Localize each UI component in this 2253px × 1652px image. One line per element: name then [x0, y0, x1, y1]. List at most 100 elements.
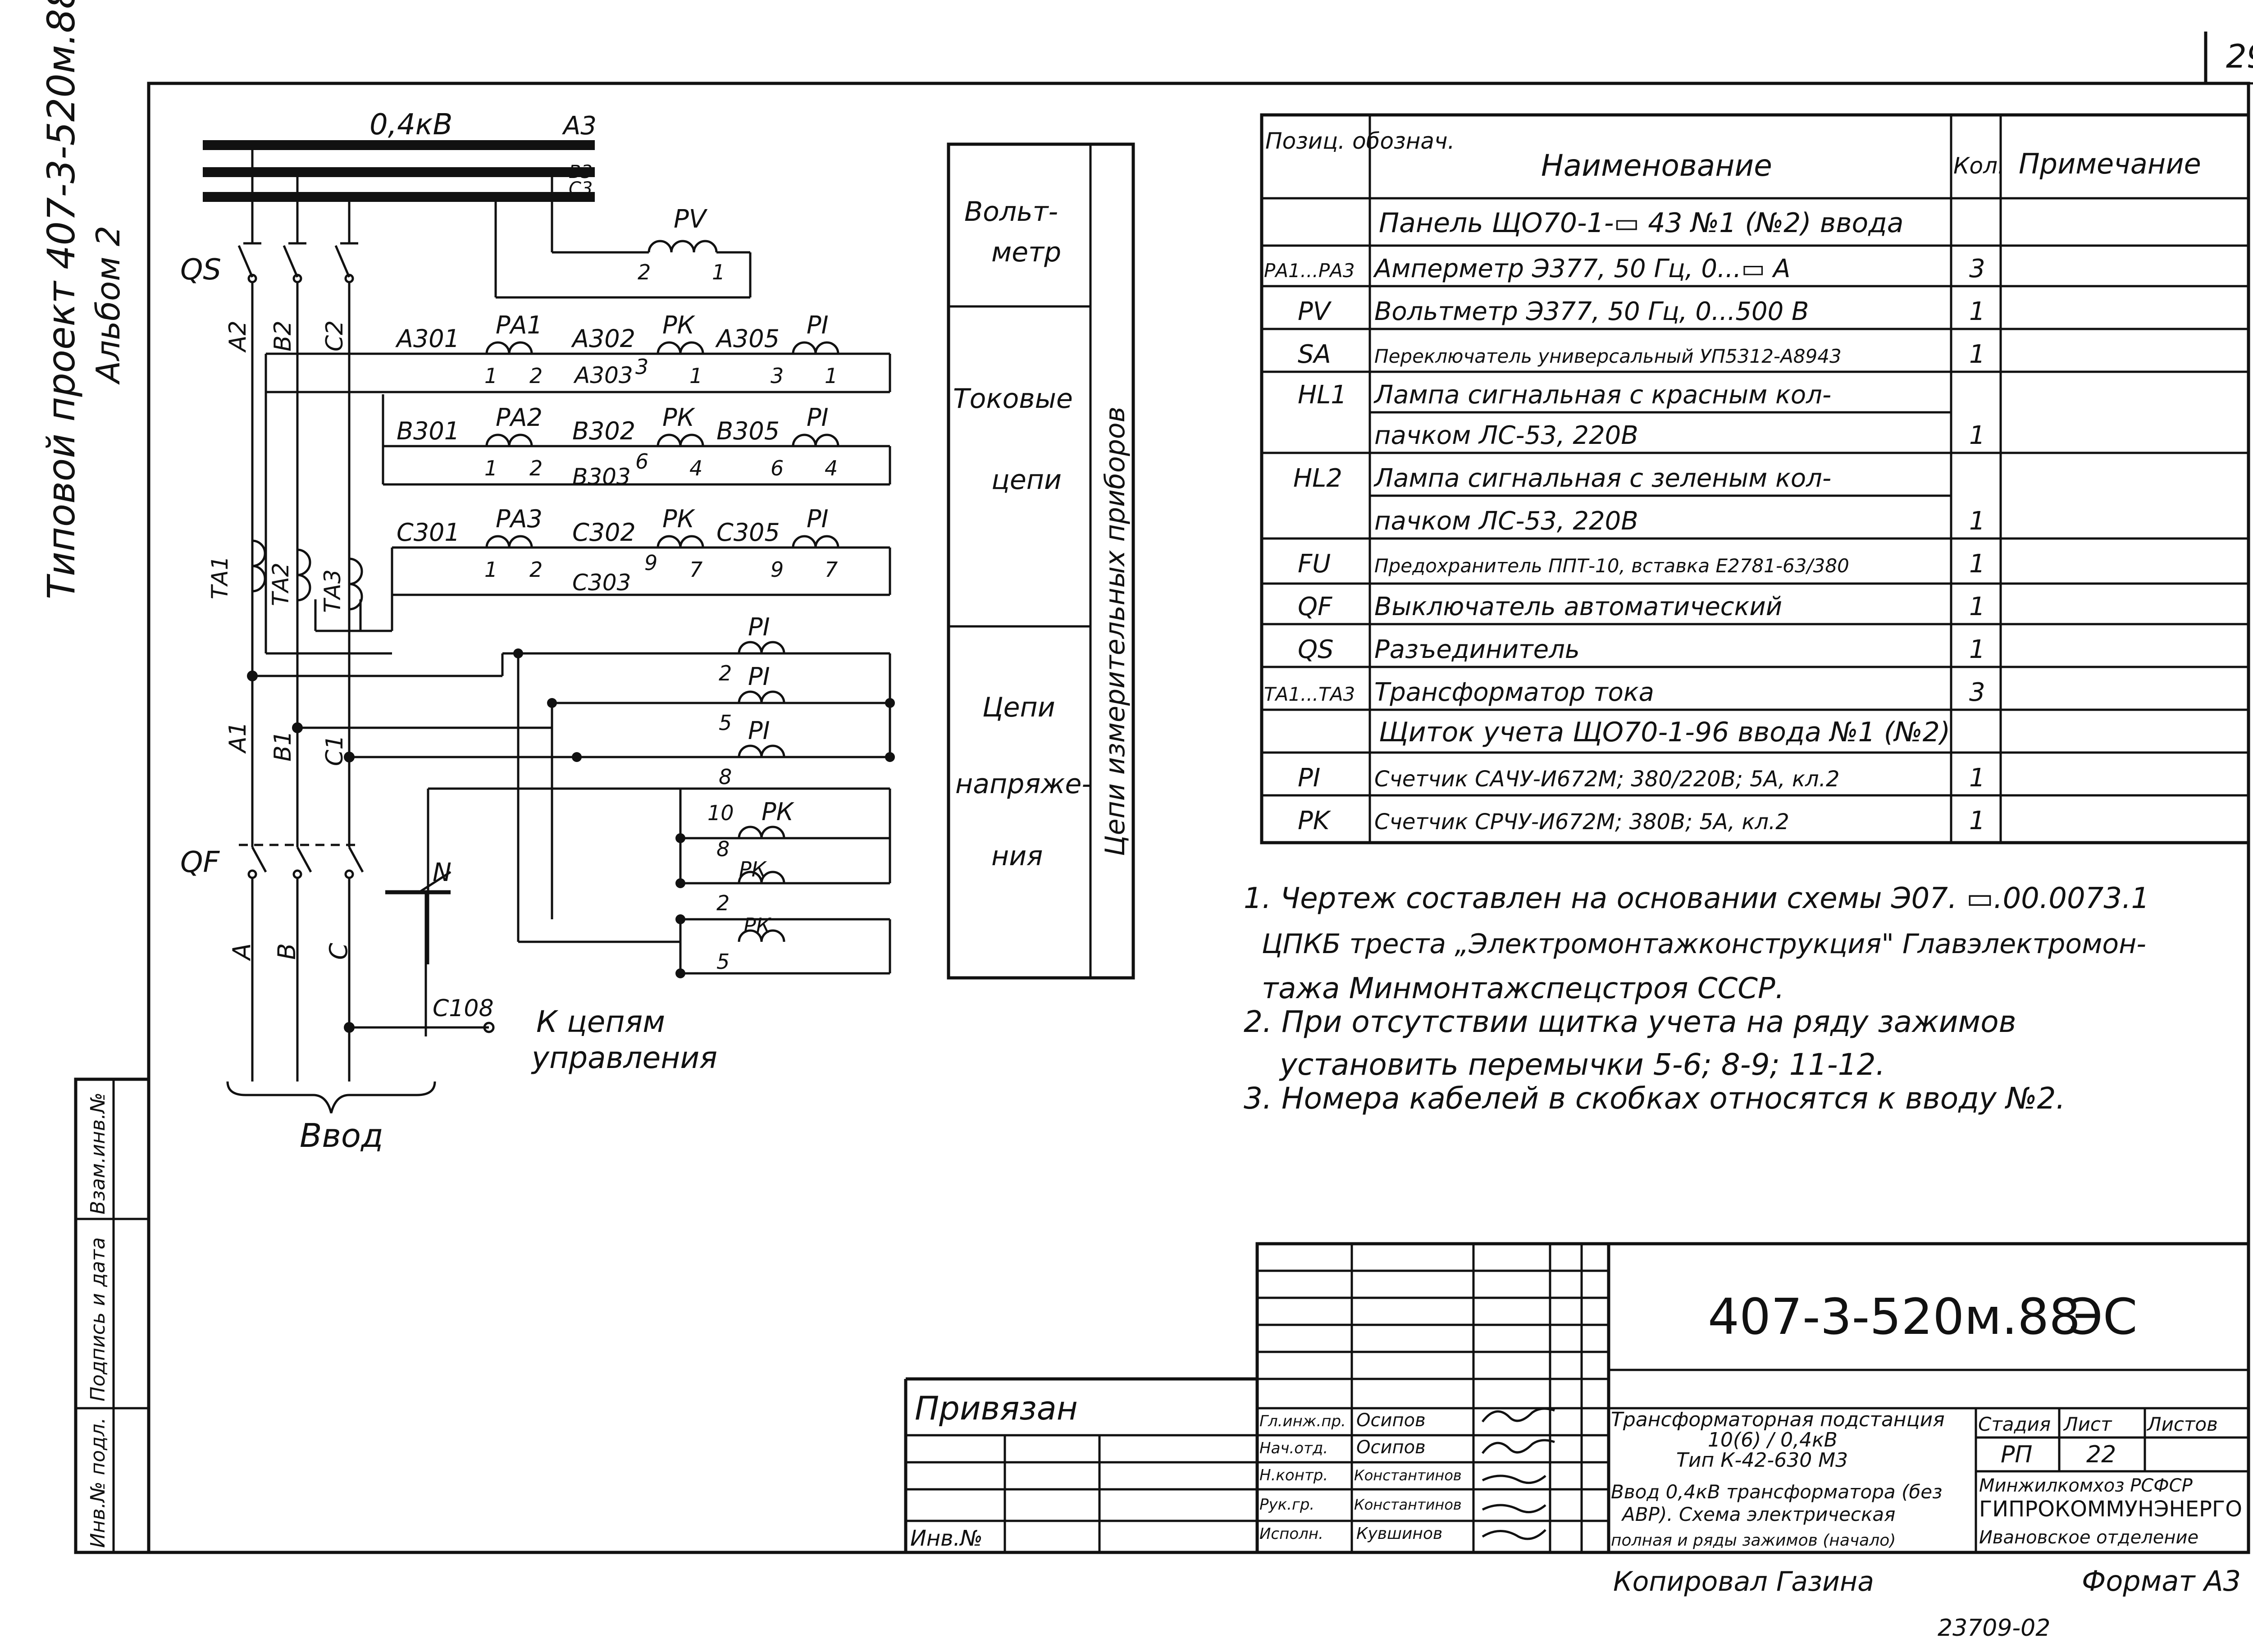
format-label: Формат А3: [2082, 1565, 2241, 1597]
section-vertical: Цепи измерительных приборов: [1099, 406, 1131, 856]
name-norm-control: Константинов: [1354, 1467, 1462, 1484]
spec-qty-hl2: 1: [1969, 507, 1985, 536]
wire-b301: В301: [397, 417, 460, 445]
neutral-and-control: N С108 К цепям управления: [344, 858, 717, 1075]
role-chief-engineer: Гл.инж.пр.: [1259, 1412, 1346, 1430]
sheet-value: 22: [2086, 1441, 2116, 1468]
note-line-1: 1. Чертеж составлен на основании схемы Э…: [1244, 882, 2149, 915]
doc-code: 407-3-520м.88: [1708, 1288, 2080, 1346]
pa2-pin-1: 1: [484, 456, 497, 480]
spec-pos-sa: SA: [1298, 340, 1331, 369]
wire-b303: В303: [572, 464, 631, 490]
ct-ta1: ТА1: [207, 556, 233, 599]
section-voltmeter-line2: метр: [991, 237, 1061, 268]
pa3-pin-2: 2: [529, 557, 543, 582]
meter-pk-b: РК: [662, 403, 696, 432]
spec-name-fuse: Предохранитель ППТ-10, вставка Е2781-63/…: [1374, 555, 1849, 577]
section-voltage-line1: Цепи: [982, 692, 1055, 723]
qs-label: QS: [180, 253, 221, 287]
vcoil-pk-1: РК: [762, 798, 795, 826]
meter-pa2: РА2: [496, 403, 543, 432]
role-head-dept: Нач.отд.: [1259, 1439, 1328, 1457]
object-title-line3: Тип К-42-630 М3: [1676, 1449, 1848, 1472]
qf-breaker: QF А В С: [180, 844, 364, 1082]
spec-pos-pk: PK: [1298, 806, 1332, 835]
inv-label: Инв.№: [910, 1526, 983, 1551]
pa1-pin-1: 1: [484, 364, 497, 388]
object-title-line1: Трансформаторная подстанция: [1611, 1408, 1945, 1431]
wire-a303: А303: [573, 362, 633, 388]
org-line1: Минжилкомхоз РСФСР: [1979, 1475, 2193, 1496]
name-executor: Кувшинов: [1356, 1524, 1442, 1543]
current-row-b-labels: В301 РА2 В302 РК В305 РI В303 1 2 6 4 6 …: [397, 403, 838, 490]
wire-b: В: [273, 943, 301, 960]
section-voltage-line3: ния: [991, 840, 1043, 872]
spec-qty-fuse: 1: [1969, 549, 1985, 579]
name-chief-engineer: Осипов: [1356, 1410, 1426, 1431]
spec-name-pk: Счетчик СРЧУ-И672М; 380В; 5А, кл.2: [1374, 809, 1789, 835]
bus-mark-c: С3: [569, 178, 593, 199]
privyazan-label: Привязан: [915, 1389, 1078, 1427]
wire-b2: В2: [269, 320, 296, 351]
wire-c: С: [324, 943, 353, 960]
pv-voltmeter: PV 2 1: [494, 172, 752, 299]
meter-pa1: РА1: [496, 311, 543, 339]
current-circuits: [265, 341, 891, 655]
pa3-pin-1: 1: [484, 557, 497, 582]
org-line2: ГИПРОКОММУНЭНЕРГО: [1979, 1497, 2242, 1522]
spec-qty-ammeter: 3: [1969, 254, 1985, 283]
sheets-header: Листов: [2146, 1413, 2218, 1435]
meter-pi-b: РI: [807, 403, 829, 432]
pk-c-pin-9: 9: [644, 551, 657, 575]
ct-ta3: ТА3: [319, 569, 346, 613]
spec-row-metering: Щиток учета ЩО70-1-96 ввода №1 (№2): [1379, 716, 1950, 748]
spec-table-text: Позиц. обознач. Наименование Кол. Примеч…: [1264, 128, 2201, 835]
pk-a-pin-1: 1: [689, 364, 702, 388]
spec-pos-hl2: HL2: [1293, 464, 1342, 493]
doc-suffix: ЭС: [2068, 1288, 2138, 1346]
vcoil-pi-1: РI: [748, 613, 770, 641]
wire-a301: А301: [395, 324, 460, 353]
spec-header-qty: Кол.: [1953, 153, 2005, 179]
section-box: Вольт- метр Токовые цепи Цепи напряже- н…: [947, 142, 1135, 980]
spec-name-ammeter: Амперметр Э377, 50 Гц, 0...▭ А: [1373, 254, 1790, 283]
stamp-replaced-inv: Взам.инв.№: [87, 1092, 109, 1214]
spec-name-disconnector: Разъединитель: [1374, 635, 1580, 664]
stamp-orig-inv: Инв.№ подл.: [87, 1417, 109, 1548]
sheet-title-line2: АВР). Схема электрическая: [1621, 1503, 1895, 1525]
section-current-line1: Токовые: [953, 383, 1073, 415]
meter-pa3: РА3: [496, 505, 543, 533]
pi-c-pin-9: 9: [771, 557, 784, 582]
copied-by: Копировал Газина: [1613, 1566, 1874, 1597]
spec-pos-ta: ТА1...ТА3: [1264, 683, 1355, 705]
sheet-header: Лист: [2063, 1413, 2112, 1435]
qf-label: QF: [180, 846, 220, 879]
vcoil-pk-3: РК: [743, 913, 772, 938]
current-transformers: ТА1 ТА2 ТА3: [207, 539, 363, 613]
spec-pos-qs: QS: [1298, 635, 1334, 664]
ct-ta2: ТА2: [268, 562, 294, 606]
vcoil-pin-2: 2: [719, 661, 732, 685]
section-current-line2: цепи: [991, 464, 1062, 496]
spec-qty-breaker: 1: [1969, 592, 1985, 621]
side-title-album: Альбом 2: [89, 226, 127, 385]
spec-qty-switch: 1: [1969, 340, 1985, 369]
spec-qty-hl1: 1: [1969, 421, 1985, 450]
spec-qty-ct: 3: [1969, 678, 1985, 707]
side-title-project: Типовой проект 407-3-520м.88: [39, 0, 83, 599]
object-title-line2: 10(6) / 0,4кВ: [1708, 1428, 1838, 1451]
busbars: 0,4кВ А3 В3 С3: [203, 108, 597, 202]
pi-a-pin-1: 1: [825, 364, 838, 388]
spec-pos-qf: QF: [1298, 592, 1332, 621]
pk-b-pin-6: 6: [635, 449, 648, 474]
pv-pin-1: 1: [712, 260, 725, 284]
spec-name-breaker: Выключатель автоматический: [1374, 592, 1782, 621]
pk-c-pin-7: 7: [689, 557, 702, 582]
current-row-a-labels: А301 РА1 А302 РК А305 РI А303 1 2 3 1 3 …: [395, 311, 838, 388]
bus-voltage-label: 0,4кВ: [369, 108, 452, 141]
bus-mark-b: В3: [569, 162, 593, 183]
wire-c108: С108: [433, 995, 494, 1022]
vcoil-pin-10: 10: [707, 801, 734, 825]
spec-pos-hl1: HL1: [1298, 380, 1347, 410]
spec-header-note: Примечание: [2019, 147, 2201, 180]
